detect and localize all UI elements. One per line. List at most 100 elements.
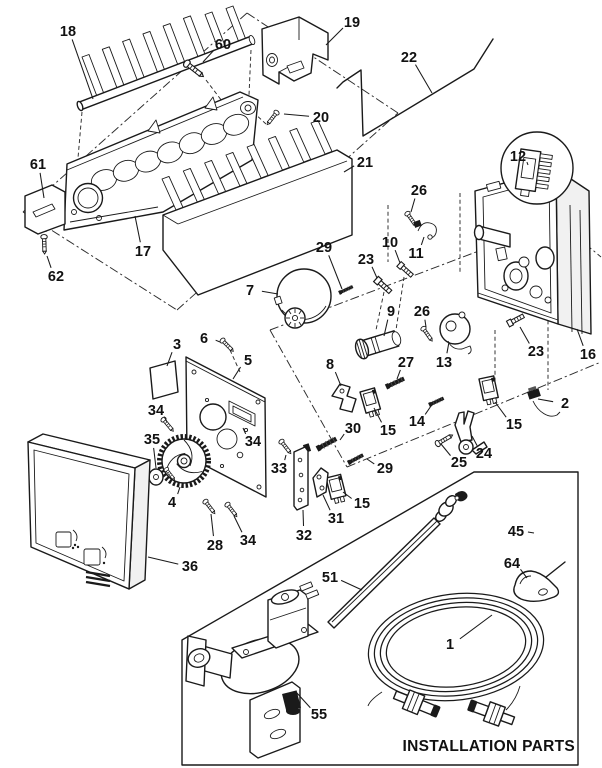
leader-line-14 <box>424 405 432 415</box>
callout-3: 3 <box>173 337 181 353</box>
stud-27 <box>384 375 406 390</box>
part-55-water-valve <box>185 581 320 759</box>
callout-21: 21 <box>357 155 373 171</box>
leader-line-21 <box>343 165 355 173</box>
water-dispenser-icon <box>83 546 111 588</box>
leader-line-16 <box>576 328 584 346</box>
leader-line-15 <box>373 407 383 423</box>
stud-14 <box>427 395 445 408</box>
part-64-clamp <box>513 561 566 602</box>
part-18-ejector <box>76 5 256 112</box>
leader-line-31 <box>322 494 331 511</box>
leader-line-18 <box>71 39 94 100</box>
callout-35: 35 <box>144 432 160 448</box>
callout-16: 16 <box>580 347 596 363</box>
callout-33: 33 <box>271 461 287 477</box>
leader-line-26 <box>424 319 427 328</box>
callout-22: 22 <box>401 50 417 66</box>
screw-25 <box>433 431 455 449</box>
part-15-switch-c <box>325 473 347 504</box>
callout-1: 1 <box>446 637 454 653</box>
part-4-gear <box>157 434 211 488</box>
leader-line-17 <box>134 215 141 243</box>
leader-line-23 <box>371 266 378 279</box>
callout-11: 11 <box>408 246 423 262</box>
leader-line-10 <box>394 249 401 264</box>
callout-7: 7 <box>246 283 254 299</box>
callout-51: 51 <box>322 570 338 586</box>
leader-line-29 <box>328 255 343 290</box>
screw-34c <box>223 500 240 519</box>
screw-26b <box>419 324 435 344</box>
stud-29b <box>346 452 365 466</box>
part-13-thermostat <box>439 311 472 355</box>
bolt-23a <box>373 275 394 296</box>
callout-29: 29 <box>316 240 332 256</box>
part-15-switch-b <box>478 375 499 406</box>
callout-18: 18 <box>60 24 76 40</box>
leader-line-36 <box>147 556 179 565</box>
callout-2: 2 <box>561 396 569 412</box>
callout-8: 8 <box>326 357 334 373</box>
callout-29: 29 <box>377 461 393 477</box>
leader-line-1 <box>459 614 493 640</box>
screw-62 <box>40 233 49 255</box>
callout-15: 15 <box>380 423 396 439</box>
part-36-cover <box>27 433 151 590</box>
callout-64: 64 <box>504 556 520 572</box>
part-7-motor <box>273 268 332 329</box>
part-21-stripper <box>161 119 353 296</box>
leader-line-32 <box>302 509 305 527</box>
stud-30 <box>315 435 339 453</box>
leader-line-45 <box>527 531 535 534</box>
leader-line-7 <box>261 290 279 295</box>
callout-23: 23 <box>358 252 374 268</box>
leader-line-8 <box>334 371 342 387</box>
leader-line-11 <box>420 236 425 246</box>
leader-line-6 <box>215 339 221 343</box>
screw-23b <box>505 312 526 328</box>
part-61-bracket-plate <box>24 184 66 235</box>
installation-parts-box <box>181 471 579 766</box>
callout-45: 45 <box>508 524 524 540</box>
callout-25: 25 <box>451 455 467 471</box>
part-51-fill-tube <box>327 491 468 629</box>
part-22-shutoff-arm-wire <box>336 38 494 137</box>
screw-20 <box>264 108 281 127</box>
leader-line-3 <box>166 352 173 367</box>
leader-line-34 <box>163 416 168 423</box>
leader-line-35 <box>153 447 157 469</box>
callout-4: 4 <box>168 495 176 511</box>
callout-34: 34 <box>240 533 256 549</box>
callout-62: 62 <box>48 269 64 285</box>
callout-24: 24 <box>476 446 492 462</box>
leader-line-20 <box>283 113 310 117</box>
leader-line-34 <box>242 427 247 435</box>
callout-30: 30 <box>345 421 361 437</box>
part-11-clip <box>413 219 437 240</box>
part-17-ice-mold <box>63 91 259 231</box>
leader-line-24 <box>471 435 478 446</box>
callout-32: 32 <box>296 528 312 544</box>
ice-dispenser-icon <box>55 529 80 550</box>
leader-line-29 <box>366 458 375 465</box>
leader-line-9 <box>383 319 389 337</box>
part-15-switch-a <box>359 387 382 418</box>
callout-10: 10 <box>382 235 398 251</box>
leader-line-25 <box>440 443 451 456</box>
callout-9: 9 <box>387 304 395 320</box>
callout-12: 12 <box>510 149 526 165</box>
callout-15: 15 <box>506 417 522 433</box>
callout-26: 26 <box>414 304 430 320</box>
leader-line-15 <box>494 401 507 418</box>
leader-line-22 <box>415 64 433 94</box>
leader-line-23 <box>519 326 530 344</box>
callout-34: 34 <box>148 403 164 419</box>
leader-line-2 <box>537 398 554 403</box>
leader-line-15 <box>342 491 352 499</box>
part-3-label-plate <box>149 360 179 400</box>
bolt-10 <box>396 261 415 279</box>
callout-60: 60 <box>215 37 231 53</box>
